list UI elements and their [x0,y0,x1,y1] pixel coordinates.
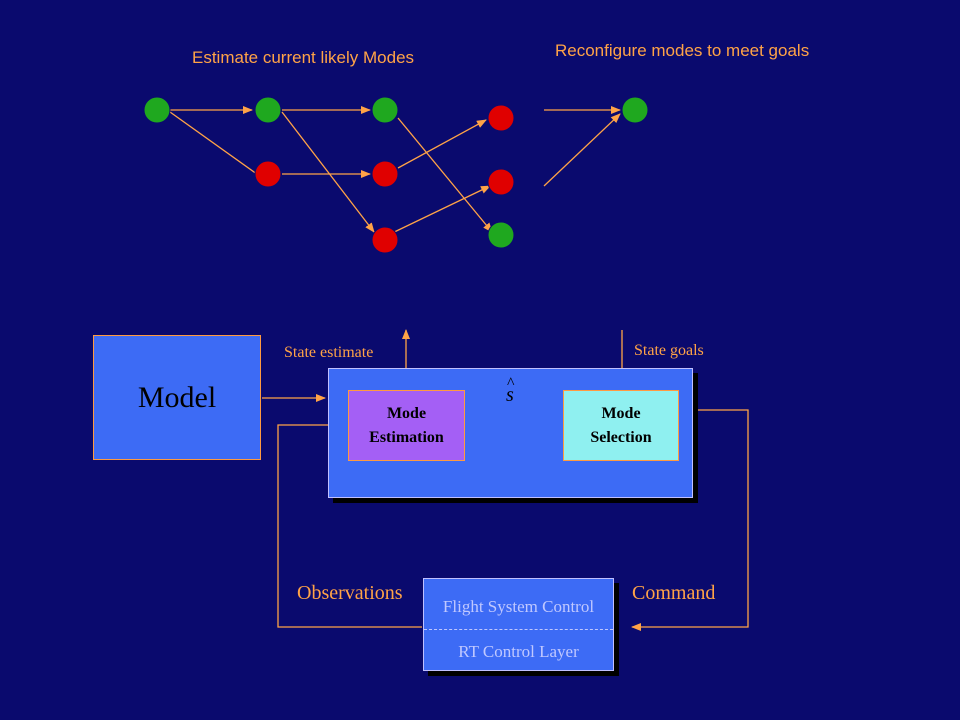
control-divider [424,629,613,630]
node-n7 [487,104,515,132]
mode-estimation-box: Mode Estimation [348,390,465,461]
control-layer-box: Flight System Control RT Control Layer [423,578,614,671]
mode-selection-box: Mode Selection [563,390,679,461]
observations-label: Observations [297,582,403,604]
state-goals-label: State goals [634,342,704,359]
rt-control-layer-label: RT Control Layer [458,642,579,661]
s-hat-label: ^ s [506,375,515,406]
mode-selection-line1: Mode [601,404,641,422]
model-label: Model [137,380,217,414]
node-n1 [143,96,171,124]
graph-nodes [143,96,649,254]
node-n8 [487,168,515,196]
edge-n5-n7 [397,119,487,169]
mode-estimation-line2: Estimation [369,428,444,446]
edge-n6-n8 [385,185,491,237]
node-n3 [254,160,282,188]
edge-n2-n6 [281,111,375,233]
mode-selection-line2: Selection [590,428,652,446]
graph-edges [169,106,621,237]
command-label: Command [632,582,716,604]
edge-in-n10-bottom [543,113,621,187]
command-path [631,409,749,631]
node-n4 [371,96,399,124]
node-n6 [371,226,399,254]
node-n9 [487,221,515,249]
node-n2 [254,96,282,124]
estimate-modes-label: Estimate current likely Modes [192,48,415,67]
edge-n4-n9 [397,117,493,233]
model-box: Model [93,335,261,460]
observations-path [277,421,422,628]
node-n10 [621,96,649,124]
reconfigure-modes-label: Reconfigure modes to meet goals [555,41,810,60]
mode-estimation-line1: Mode [386,404,427,422]
flight-system-control-label: Flight System Control [442,597,595,616]
edge-n1-n3 [169,111,269,183]
node-n5 [371,160,399,188]
state-estimate-label: State estimate [284,344,374,361]
